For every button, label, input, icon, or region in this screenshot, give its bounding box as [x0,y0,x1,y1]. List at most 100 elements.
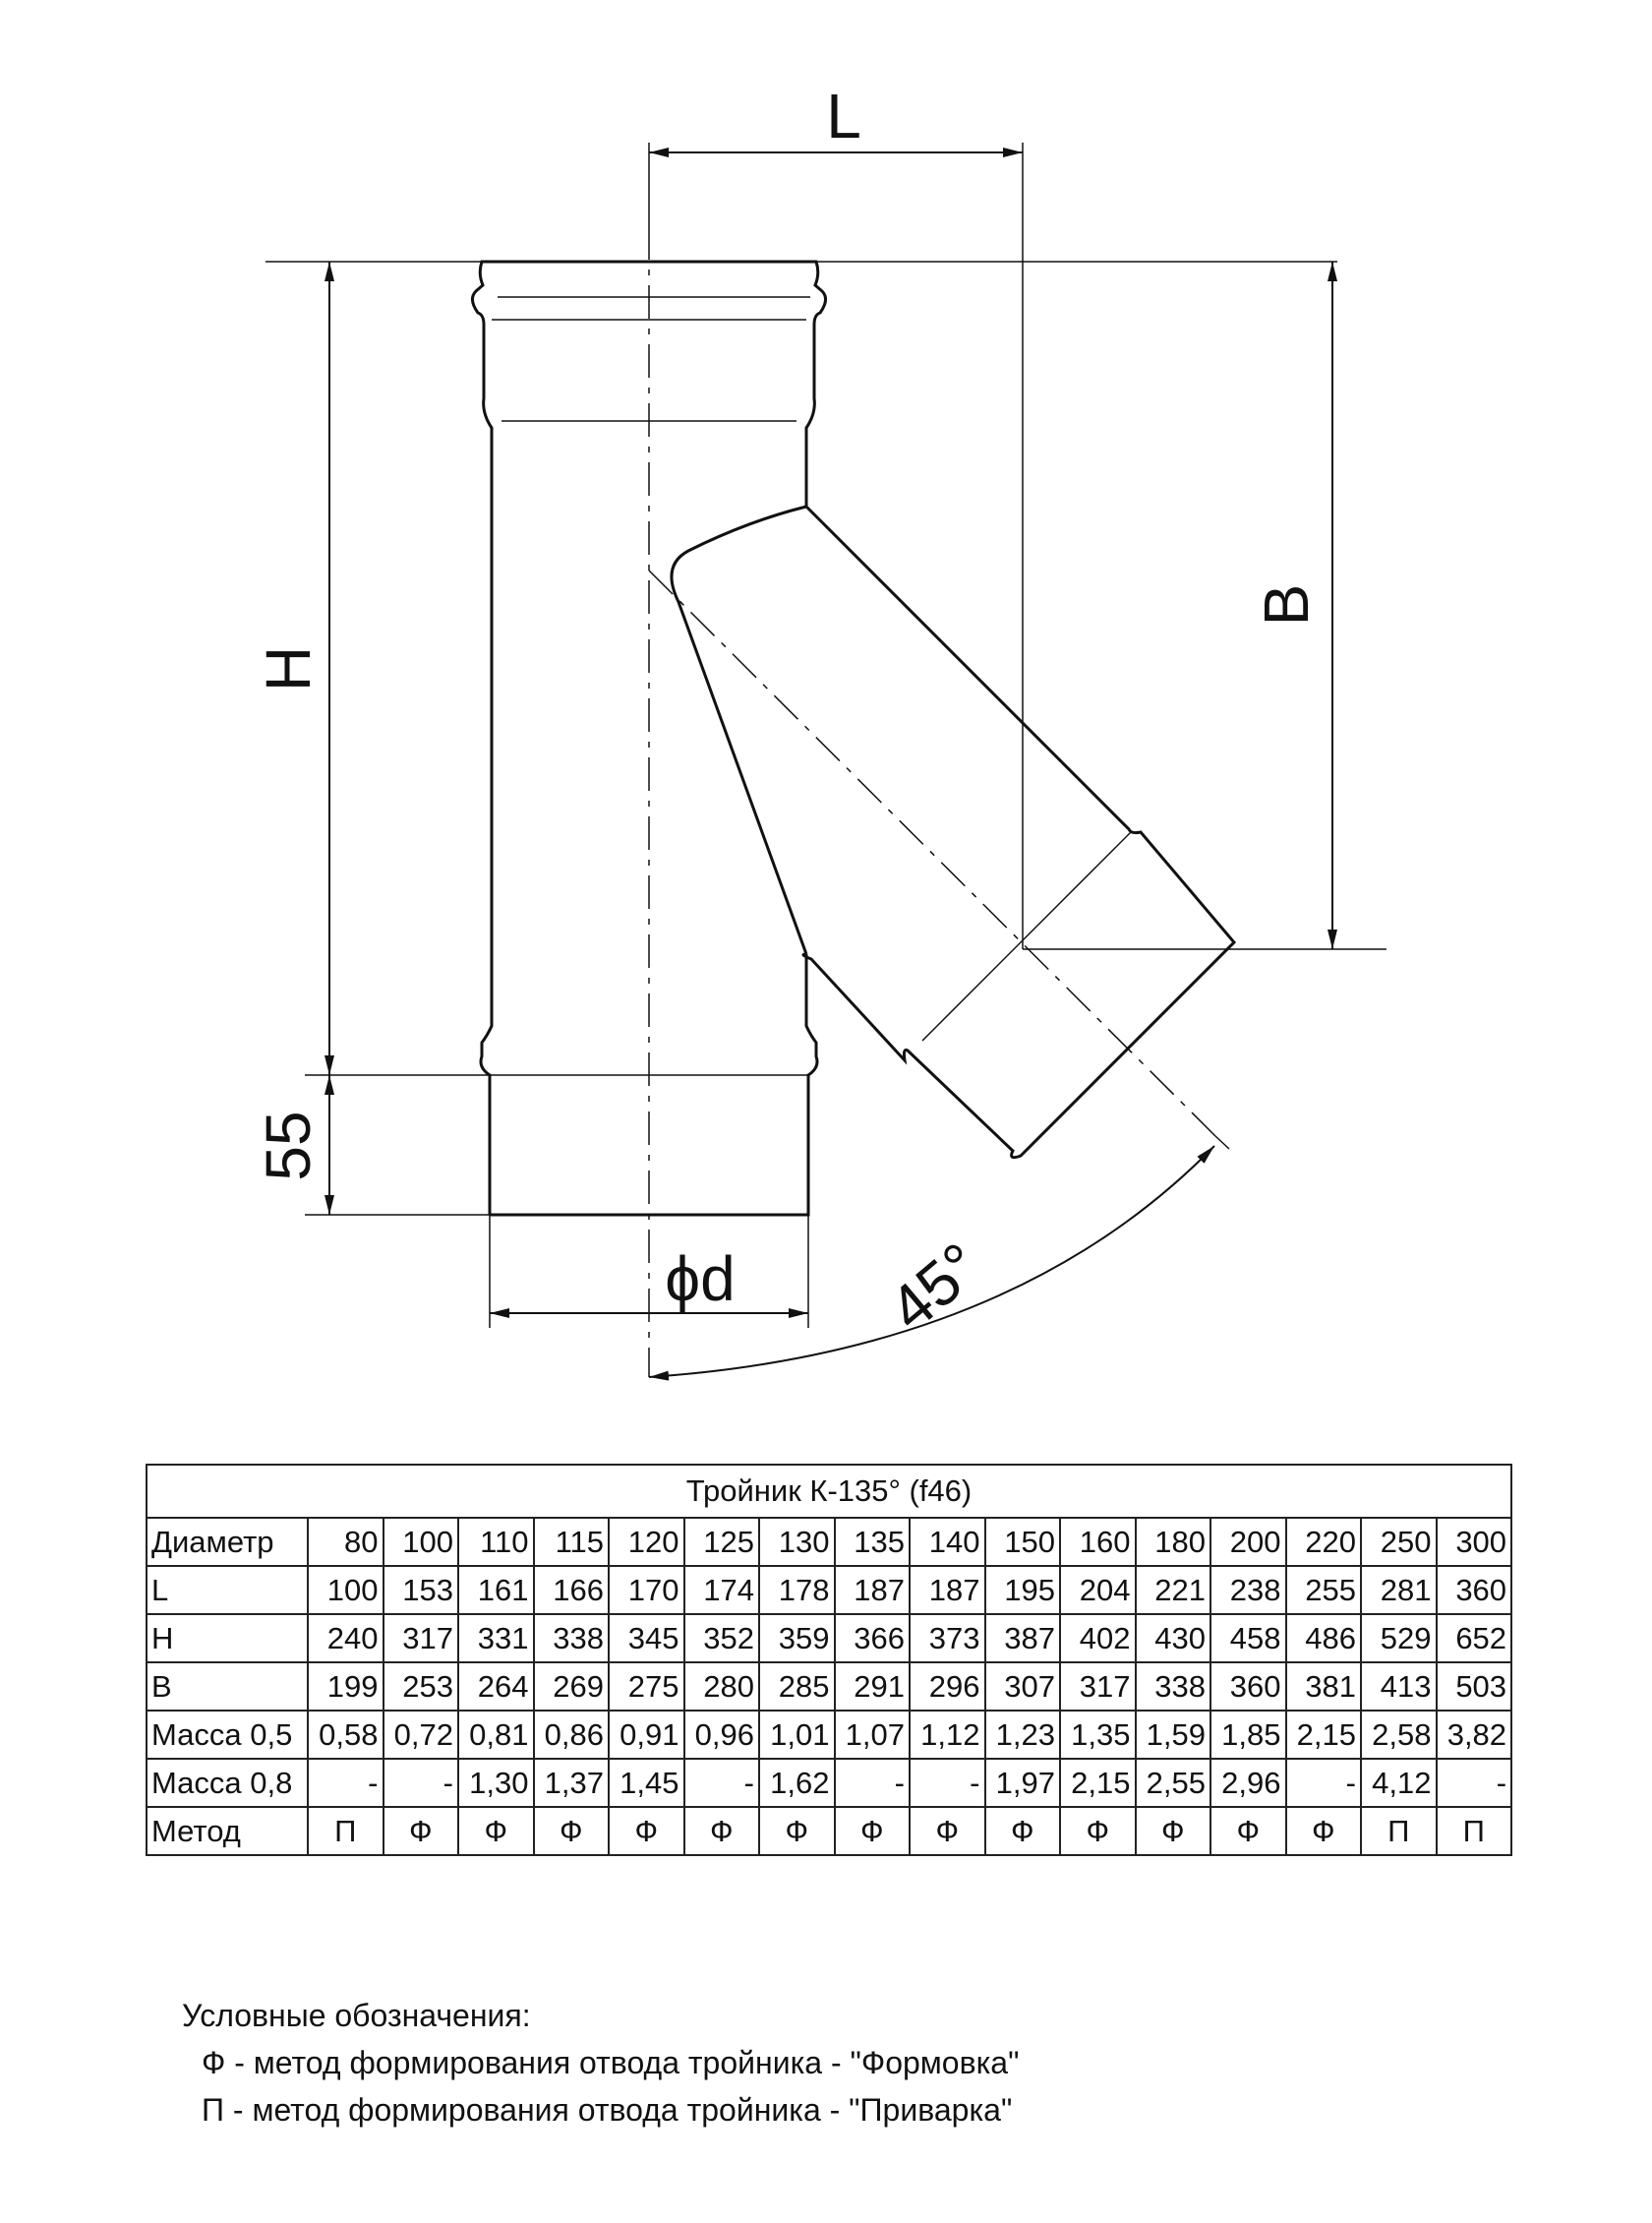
table-cell: 200 [1210,1517,1287,1567]
main-pipe-detail-lines [490,296,810,1076]
table-cell: 352 [682,1613,760,1663]
table-cell: 130 [758,1517,836,1567]
table-title: Тройник К-135° (f46) [145,1464,1513,1519]
table-cell: 2,15 [1059,1758,1137,1808]
table-cell: 255 [1284,1565,1362,1615]
table-cell: 2,58 [1360,1710,1438,1760]
table-cell: Ф [457,1806,535,1856]
tee-technical-drawing: L H B 55 ϕd 45° [253,81,1386,1381]
table-cell: 166 [532,1565,610,1615]
branch-socket-line [921,831,1132,1042]
table-cell: 387 [983,1613,1061,1663]
table-cell: Ф [608,1806,685,1856]
table-cell: 486 [1284,1613,1362,1663]
table-cell: 238 [1210,1565,1287,1615]
table-cell: Ф [1210,1806,1287,1856]
table-cell: 100 [307,1565,384,1615]
table-cell: 80 [307,1517,384,1567]
table-cell: Ф [758,1806,836,1856]
dim-label-diameter: ϕd [665,1243,735,1314]
table-cell: Ф [1059,1806,1137,1856]
table-cell: 187 [833,1565,911,1615]
table-cell: 275 [608,1661,685,1712]
table-cell: 220 [1284,1517,1362,1567]
table-row-label: Масса 0,8 [146,1758,309,1808]
table-cell: Ф [833,1806,911,1856]
dim-label-b: B [1251,584,1322,627]
table-cell: 2,55 [1134,1758,1211,1808]
table-cell: 291 [833,1661,911,1712]
table-row-label: L [146,1565,309,1615]
table-cell: 269 [532,1661,610,1712]
table-cell: 317 [1059,1661,1137,1712]
table-cell: 120 [608,1517,685,1567]
table-cell: 1,07 [833,1710,911,1760]
table-cell: 1,35 [1059,1710,1137,1760]
table-cell: 2,96 [1210,1758,1287,1808]
table-cell: 264 [457,1661,535,1712]
table-cell: 1,12 [909,1710,986,1760]
table-cell: 204 [1059,1565,1137,1615]
table-cell: 180 [1134,1517,1211,1567]
table-cell: П [1435,1806,1513,1856]
table-cell: 1,23 [983,1710,1061,1760]
table-cell: 280 [682,1661,760,1712]
table-cell: 331 [457,1613,535,1663]
table-cell: 1,62 [758,1758,836,1808]
legend: Условные обозначения: Ф - метод формиров… [182,1992,1019,2133]
table-cell: 160 [1059,1517,1137,1567]
table-cell: 317 [382,1613,459,1663]
table-title-row: Тройник К-135° (f46) [145,1464,1513,1519]
table-cell: 458 [1210,1613,1287,1663]
table-cell: 307 [983,1661,1061,1712]
table-cell: 0,81 [457,1710,535,1760]
table-cell: 1,30 [457,1758,535,1808]
table-cell: 345 [608,1613,685,1663]
table-cell: 253 [382,1661,459,1712]
table-cell: 150 [983,1517,1061,1567]
table-cell: 359 [758,1613,836,1663]
table-cell: П [1360,1806,1438,1856]
table-cell: 125 [682,1517,760,1567]
dim-label-angle: 45° [876,1229,994,1344]
table-cell: - [1284,1758,1362,1808]
table-cell: 2,15 [1284,1710,1362,1760]
table-cell: 360 [1435,1565,1513,1615]
table-cell: 373 [909,1613,986,1663]
table-cell: 1,59 [1134,1710,1211,1760]
table-cell: 503 [1435,1661,1513,1712]
dimension-arrows [324,148,1337,1381]
table-cell: Ф [1284,1806,1362,1856]
table-row-label: Метод [146,1806,309,1856]
table-cell: 338 [532,1613,610,1663]
table-row-label: H [146,1613,309,1663]
table-cell: 174 [682,1565,760,1615]
table-cell: 430 [1134,1613,1211,1663]
table-cell: 187 [909,1565,986,1615]
table-cell: 221 [1134,1565,1211,1615]
table-cell: 153 [382,1565,459,1615]
table-cell: 170 [608,1565,685,1615]
table-row-label: B [146,1661,309,1712]
table-cell: 250 [1360,1517,1438,1567]
table-cell: 140 [909,1517,986,1567]
table-row-label: Масса 0,5 [146,1710,309,1760]
table-cell: 366 [833,1613,911,1663]
table-cell: 3,82 [1435,1710,1513,1760]
extension-lines [266,143,1386,1328]
table-cell: 195 [983,1565,1061,1615]
legend-item-welding: П - метод формирования отвода тройника -… [202,2092,1013,2128]
main-pipe [471,260,827,1217]
table-row-label: Диаметр [146,1517,309,1567]
table-cell: 240 [307,1613,384,1663]
table-cell: Ф [909,1806,986,1856]
table-cell: 135 [833,1517,911,1567]
table-cell: 338 [1134,1661,1211,1712]
table-cell: Ф [983,1806,1061,1856]
table-cell: - [682,1758,760,1808]
